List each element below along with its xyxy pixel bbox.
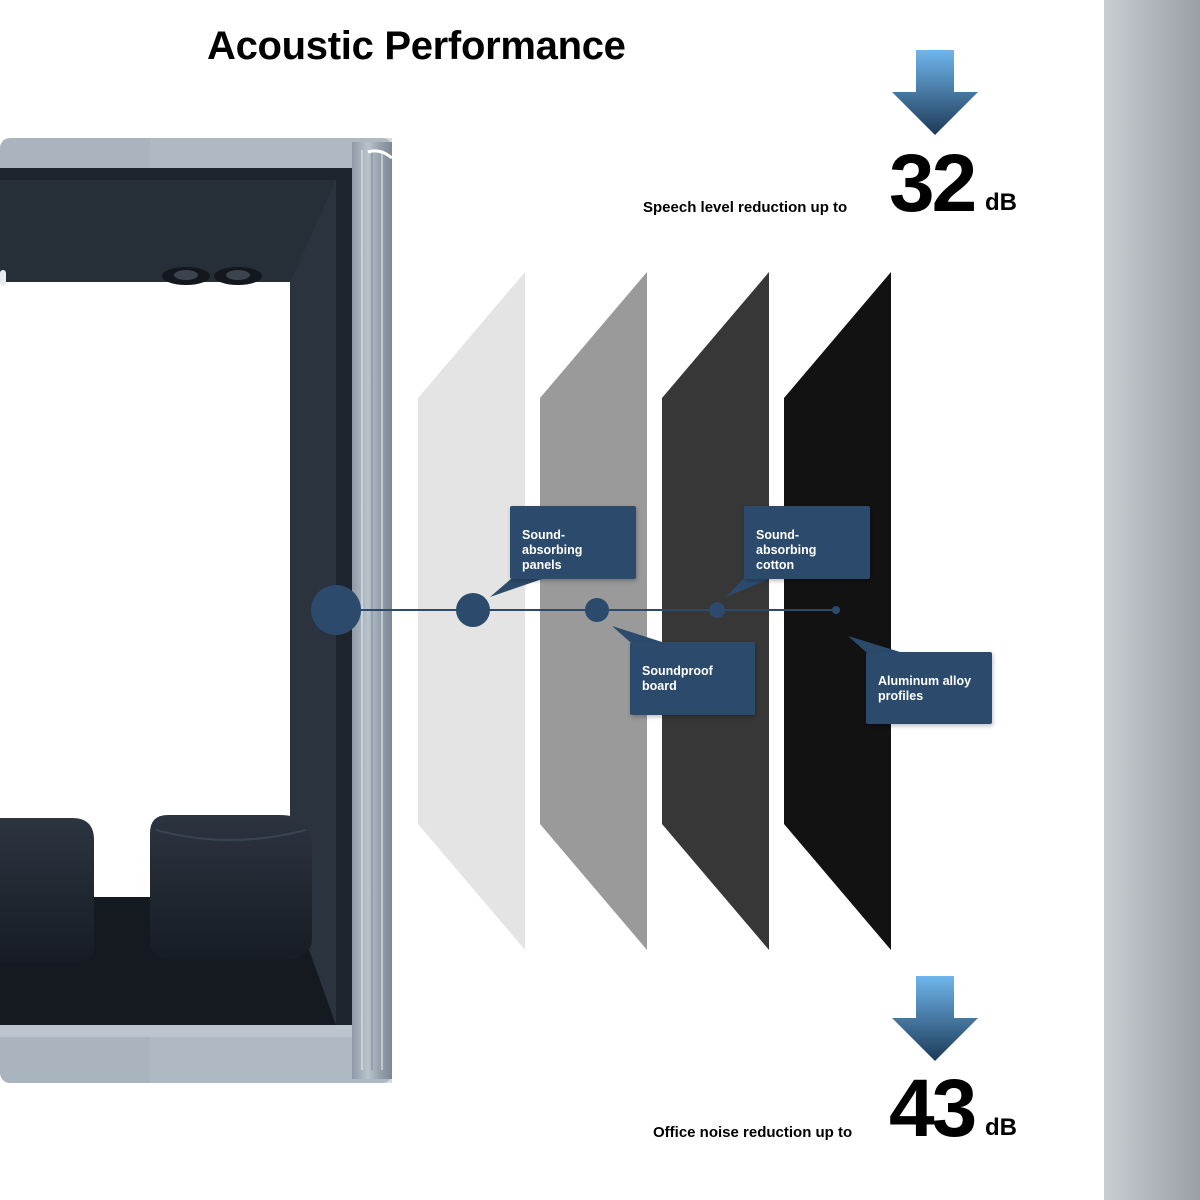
callout-sound-absorbing-panels: Sound-absorbing panels (510, 506, 636, 579)
node-pod (311, 585, 361, 635)
callout-line: profiles (878, 689, 924, 703)
office-noise-value: 43 (889, 1063, 977, 1154)
callout-line: Soundproof (642, 664, 713, 678)
callout-line: panels (522, 558, 562, 572)
callout-line: Aluminum alloy (878, 674, 972, 688)
callout-tail-profiles (848, 636, 900, 652)
callout-sound-absorbing-cotton: Sound-absorbing cotton (744, 506, 870, 579)
callout-line: Sound-absorbing (756, 528, 817, 557)
office-noise-label: Office noise reduction up to (653, 1124, 853, 1141)
background-wall (1104, 0, 1200, 1200)
callout-line: cotton (756, 558, 795, 572)
down-arrow-icon (892, 976, 978, 1061)
node-board (585, 598, 609, 622)
callout-tail-panels (490, 578, 545, 597)
connector (311, 585, 840, 635)
speech-reduction-value: 32 (889, 138, 977, 229)
callout-tail-cotton (726, 578, 772, 597)
pod-seats (0, 815, 312, 962)
down-arrow-icon (892, 50, 978, 135)
callout-soundproof-board: Soundproof board (630, 642, 755, 715)
callout-tail-board (612, 626, 662, 642)
callout-aluminum-alloy-profiles: Aluminum alloy profiles (866, 652, 992, 724)
node-panels (456, 593, 490, 627)
office-noise-unit: dB (985, 1114, 1017, 1141)
callout-line: Sound-absorbing (522, 528, 583, 557)
node-cotton (709, 602, 725, 618)
callout-line: board (642, 679, 677, 693)
node-profiles (832, 606, 840, 614)
speech-reduction-label: Speech level reduction up to (643, 199, 848, 216)
speech-reduction-unit: dB (985, 189, 1017, 216)
page-title: Acoustic Performance (207, 24, 626, 68)
